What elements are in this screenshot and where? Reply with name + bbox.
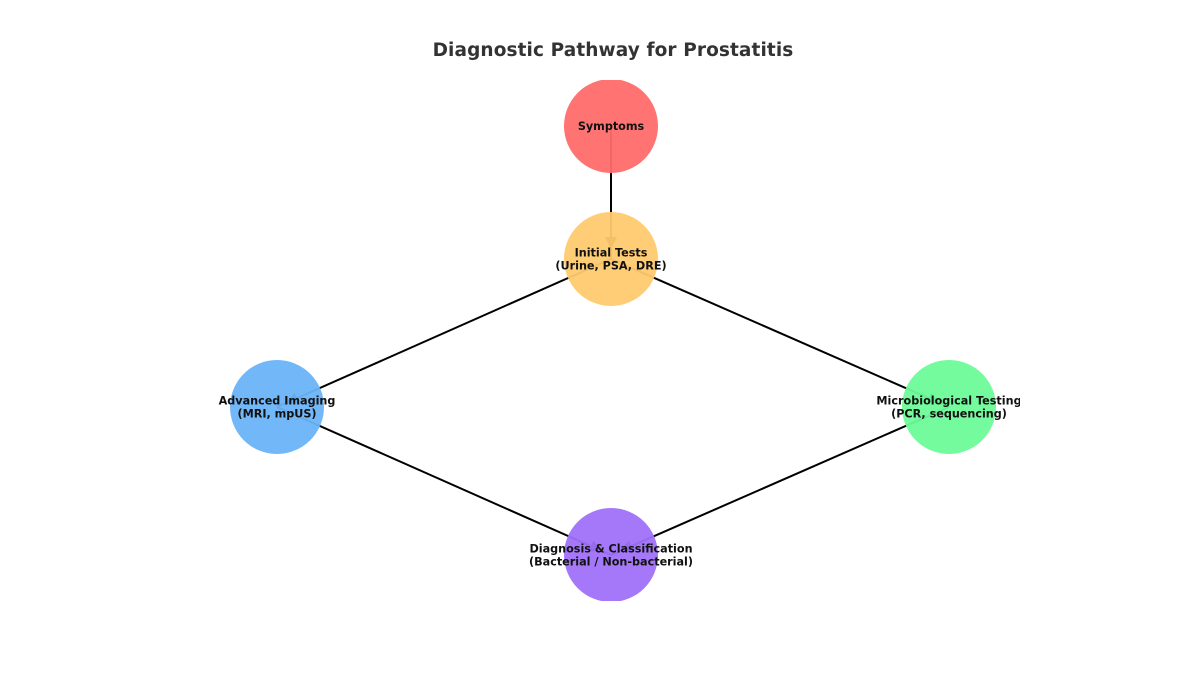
node-label-symptoms: Symptoms bbox=[578, 120, 645, 133]
edge-initial_tests-to-microbiological_testing bbox=[610, 258, 950, 408]
node-label-microbiological-testing: Microbiological Testing(PCR, sequencing) bbox=[876, 395, 1021, 421]
node-label-line: (Urine, PSA, DRE) bbox=[555, 260, 666, 273]
node-label-line: Symptoms bbox=[578, 120, 645, 133]
edge-advanced_imaging-to-diagnosis_classification bbox=[276, 406, 612, 556]
nodes-layer bbox=[230, 80, 996, 601]
node-label-line: Microbiological Testing bbox=[876, 395, 1021, 408]
node-diagnosis-classification bbox=[564, 508, 658, 601]
node-label-advanced-imaging: Advanced Imaging(MRI, mpUS) bbox=[219, 395, 336, 421]
edges-layer bbox=[276, 126, 950, 556]
node-label-initial-tests: Initial Tests(Urine, PSA, DRE) bbox=[555, 247, 666, 273]
edge-microbiological_testing-to-diagnosis_classification bbox=[610, 406, 950, 556]
node-advanced-imaging bbox=[230, 360, 324, 454]
node-initial-tests bbox=[564, 212, 658, 306]
edge-initial_tests-to-advanced_imaging bbox=[276, 258, 612, 408]
node-label-line: (Bacterial / Non-bacterial) bbox=[529, 556, 693, 569]
node-label-line: Initial Tests bbox=[575, 247, 648, 260]
node-label-line: (MRI, mpUS) bbox=[237, 408, 316, 421]
node-label-line: (PCR, sequencing) bbox=[891, 408, 1007, 421]
node-symptoms bbox=[564, 80, 658, 173]
diagram-title: Diagnostic Pathway for Prostatitis bbox=[432, 40, 794, 61]
node-microbiological-testing bbox=[902, 360, 996, 454]
node-label-diagnosis-classification: Diagnosis & Classification(Bacterial / N… bbox=[529, 543, 693, 569]
node-label-line: Diagnosis & Classification bbox=[529, 543, 692, 556]
node-label-line: Advanced Imaging bbox=[219, 395, 336, 408]
